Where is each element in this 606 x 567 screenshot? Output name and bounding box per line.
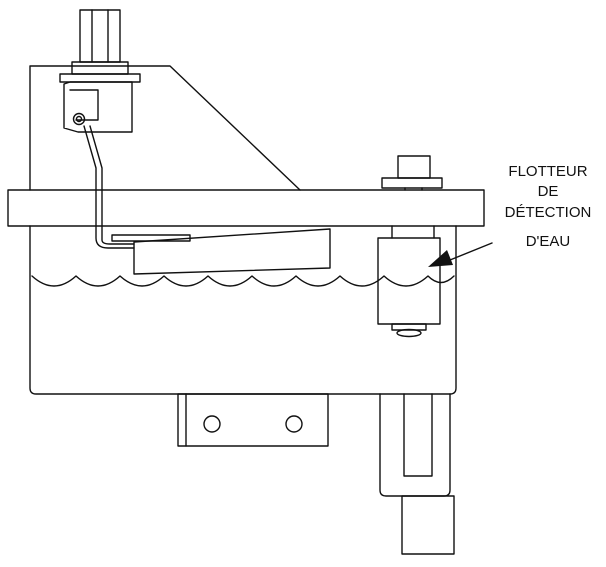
callout-line-4: D'EAU	[526, 233, 571, 250]
bolt-head	[397, 155, 431, 179]
float-bar	[133, 228, 331, 275]
fitting-flange	[59, 73, 141, 83]
float-cylinder	[377, 237, 441, 325]
switch-screw-center	[75, 115, 83, 123]
mounting-bracket	[177, 393, 329, 447]
water-surface	[31, 275, 455, 287]
switch-screw	[72, 112, 86, 126]
top-left-fitting	[59, 9, 141, 83]
bracket-plate	[177, 393, 329, 447]
callout-label: FLOTTEUR DE DÉTECTION D'EAU	[505, 163, 592, 250]
callout-line-2: DE	[538, 183, 559, 200]
internal-float	[111, 228, 331, 275]
water-detection-float	[377, 155, 443, 338]
callout-line-3: DÉTECTION	[505, 204, 592, 221]
fitting-cap	[79, 9, 121, 63]
drain-outlet	[401, 495, 455, 555]
mounting-plate	[7, 189, 485, 227]
fitting-hex	[71, 61, 129, 75]
callout-line-1: FLOTTEUR	[508, 163, 587, 180]
switch-assembly	[63, 81, 135, 249]
switch-housing	[63, 81, 133, 133]
switch-inner	[69, 89, 99, 121]
bolt-washer	[381, 177, 443, 189]
callout-leader	[449, 242, 493, 261]
lower-reservoir	[29, 225, 457, 395]
bracket-hole-left	[203, 415, 221, 433]
float-clip	[396, 328, 422, 338]
actuator-rod-outer	[83, 125, 135, 249]
callout-arrowhead	[428, 250, 453, 267]
drain-channel	[403, 393, 433, 477]
bracket-hole-right	[285, 415, 303, 433]
float-stem	[391, 225, 435, 239]
upper-housing	[29, 65, 301, 191]
drain-outer	[379, 393, 451, 497]
drain-fitting	[379, 393, 455, 555]
actuator-rod-inner	[89, 125, 135, 245]
float-lever	[111, 234, 191, 242]
